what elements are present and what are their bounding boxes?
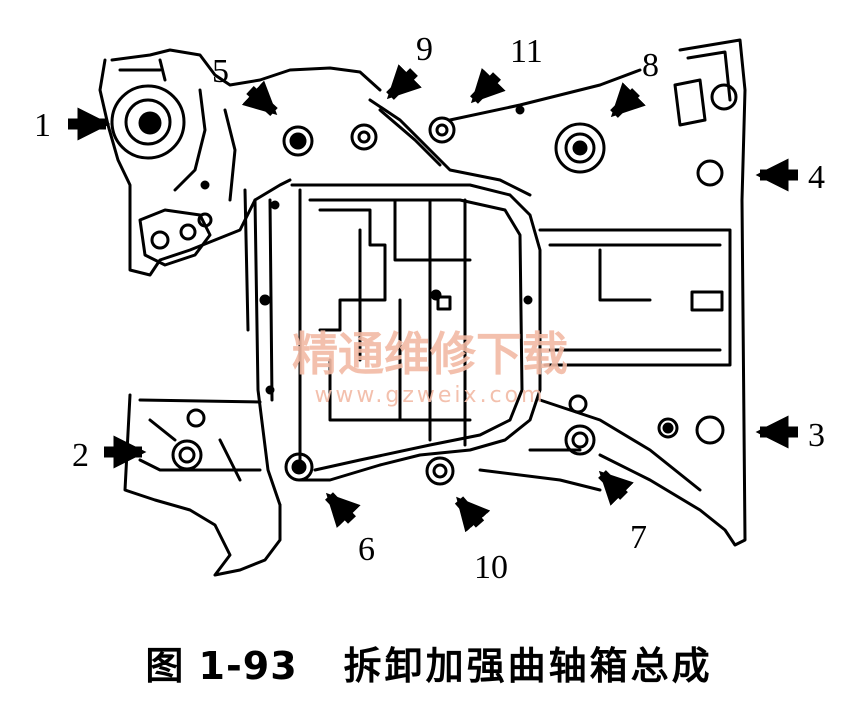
arrow-11 [470, 67, 506, 104]
callout-2: 2 [72, 437, 89, 474]
arrow-6 [325, 492, 361, 529]
arrow-5 [241, 80, 278, 117]
figure-title: 拆卸加强曲轴箱总成 [343, 643, 713, 688]
watermark: 精通维修下载 www.gzweix.com [292, 327, 568, 408]
watermark-text: 精通维修下载 [292, 327, 568, 381]
callout-1: 1 [34, 107, 51, 144]
callout-3: 3 [808, 417, 825, 454]
callout-arrows [68, 64, 798, 533]
arrow-8 [610, 82, 646, 118]
figure-label: 图 1-93 [145, 643, 298, 688]
arrow-7 [598, 470, 634, 506]
figure-caption: 图 1-93 拆卸加强曲轴箱总成 [0, 612, 858, 712]
callout-6: 6 [358, 531, 375, 568]
callout-4: 4 [808, 159, 825, 196]
callout-labels: 1 2 3 4 5 6 7 8 9 10 11 [34, 31, 825, 586]
callout-8: 8 [642, 47, 659, 84]
crankcase-reinforcement-diagram: 精通维修下载 www.gzweix.com 1 2 3 4 5 6 7 8 9 … [34, 31, 825, 586]
callout-9: 9 [416, 31, 433, 68]
callout-11: 11 [510, 33, 543, 70]
arrow-10 [454, 496, 491, 533]
crankcase-outline [98, 38, 747, 577]
arrow-9 [386, 64, 422, 100]
watermark-url: www.gzweix.com [314, 383, 545, 408]
callout-7: 7 [630, 519, 647, 556]
callout-5: 5 [212, 53, 229, 90]
callout-10: 10 [474, 549, 508, 586]
